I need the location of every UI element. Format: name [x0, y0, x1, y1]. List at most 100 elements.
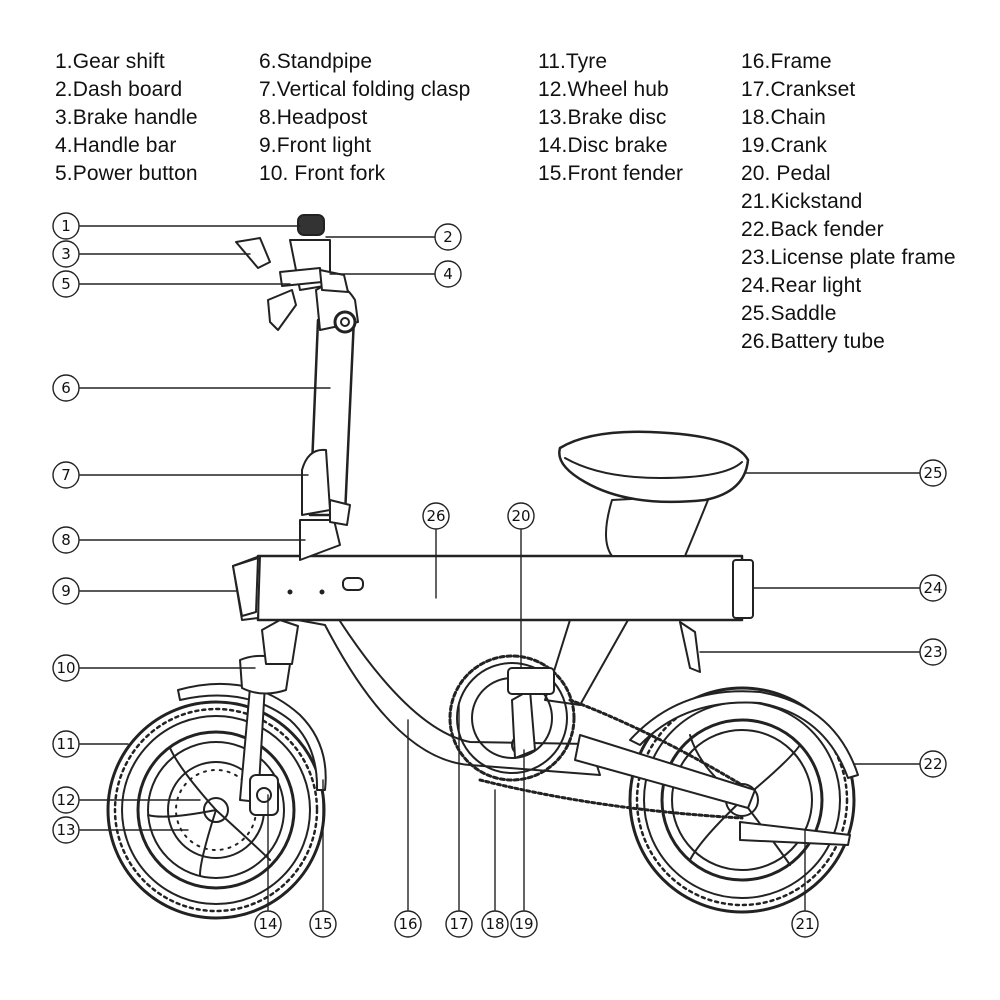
legend-item: 14.Disc brake — [538, 134, 668, 157]
steering-column — [235, 214, 359, 561]
legend-item: 17.Crankset — [741, 78, 856, 101]
rear-wheel — [628, 686, 856, 914]
callout-label: 5 — [61, 275, 71, 293]
callout-label: 12 — [56, 791, 75, 809]
legend-item: 22.Back fender — [741, 218, 884, 241]
legend-item: 26.Battery tube — [741, 330, 885, 353]
callout-21: 21 — [791, 910, 819, 938]
license-plate-frame — [679, 621, 701, 673]
legend-column-1: 1.Gear shift 2.Dash board 3.Brake handle… — [55, 48, 198, 188]
callout-24: 24 — [919, 574, 947, 602]
callout-label: 20 — [511, 507, 530, 525]
front-light — [232, 557, 259, 617]
callout-11: 11 — [52, 730, 80, 758]
callout-label: 18 — [485, 915, 504, 933]
legend-column-2: 6.Standpipe 7.Vertical folding clasp 8.H… — [259, 48, 470, 188]
callout-badges: 1 2 3 4 5 6 7 8 9 10 11 12 13 14 15 16 1… — [52, 212, 947, 938]
callout-1: 1 — [52, 212, 80, 240]
legend-item: 4.Handle bar — [55, 134, 177, 157]
legend-item: 5.Power button — [55, 162, 198, 185]
callout-label: 16 — [398, 915, 417, 933]
callout-19: 19 — [510, 910, 538, 938]
legend-item: 9.Front light — [259, 134, 372, 157]
legend-item: 2.Dash board — [55, 78, 183, 101]
callout-label: 22 — [923, 755, 942, 773]
battery-tube — [232, 554, 744, 622]
callout-label: 3 — [61, 245, 71, 263]
callout-2: 2 — [434, 223, 462, 251]
legend-item: 18.Chain — [741, 106, 826, 129]
front-wheel — [106, 700, 326, 920]
main-frame — [269, 614, 601, 776]
callout-7: 7 — [52, 461, 80, 489]
callout-label: 11 — [56, 735, 75, 753]
legend-item: 19.Crank — [741, 134, 828, 157]
leader-lines — [79, 225, 921, 911]
legend-item: 16.Frame — [741, 50, 832, 73]
callout-9: 9 — [52, 577, 80, 605]
callout-18: 18 — [481, 910, 509, 938]
legend-item: 12.Wheel hub — [538, 78, 669, 101]
callout-label: 15 — [313, 915, 332, 933]
callout-16: 16 — [394, 910, 422, 938]
legend-item: 23.License plate frame — [741, 246, 956, 269]
callout-4: 4 — [434, 260, 462, 288]
callout-5: 5 — [52, 270, 80, 298]
callout-label: 26 — [426, 507, 445, 525]
front-fork — [239, 619, 299, 803]
callout-label: 17 — [449, 915, 468, 933]
callout-22: 22 — [919, 750, 947, 778]
legend-item: 8.Headpost — [259, 106, 368, 129]
callout-23: 23 — [919, 638, 947, 666]
callout-12: 12 — [52, 786, 80, 814]
callout-label: 6 — [61, 379, 71, 397]
callout-14: 14 — [254, 910, 282, 938]
callout-20: 20 — [507, 502, 535, 530]
callout-26: 26 — [422, 502, 450, 530]
legend-item: 1.Gear shift — [55, 50, 165, 73]
callout-label: 9 — [61, 582, 71, 600]
callout-label: 4 — [443, 265, 453, 283]
callout-label: 8 — [61, 531, 71, 549]
callout-label: 23 — [923, 643, 942, 661]
callout-label: 10 — [56, 659, 75, 677]
legend-item: 10. Front fork — [259, 162, 386, 185]
callout-label: 2 — [443, 228, 453, 246]
legend-item: 11.Tyre — [538, 50, 608, 73]
callout-8: 8 — [52, 526, 80, 554]
legend-column-3: 11.Tyre 12.Wheel hub 13.Brake disc 14.Di… — [538, 48, 683, 188]
callout-label: 7 — [61, 466, 71, 484]
callout-label: 1 — [61, 217, 71, 235]
legend-item: 3.Brake handle — [55, 106, 198, 129]
legend-item: 13.Brake disc — [538, 106, 667, 129]
legend-item: 6.Standpipe — [259, 50, 373, 73]
callout-13: 13 — [52, 816, 80, 844]
callout-label: 25 — [923, 464, 942, 482]
callout-25: 25 — [919, 459, 947, 487]
legend-item: 25.Saddle — [741, 302, 837, 325]
legend-item: 24.Rear light — [741, 274, 862, 297]
saddle-assembly — [558, 430, 750, 557]
front-disc-brake — [249, 774, 279, 816]
rear-stay — [544, 619, 629, 706]
crank — [511, 689, 536, 759]
callout-3: 3 — [52, 240, 80, 268]
callout-label: 13 — [56, 821, 75, 839]
callout-15: 15 — [309, 910, 337, 938]
callout-label: 14 — [258, 915, 277, 933]
rear-light — [732, 559, 754, 619]
chain-stay — [574, 734, 756, 809]
legend-item: 20. Pedal — [741, 162, 831, 185]
legend-item: 15.Front fender — [538, 162, 684, 185]
callout-label: 21 — [795, 915, 814, 933]
kickstand — [739, 821, 851, 846]
rear-fender — [629, 690, 859, 779]
chain — [478, 778, 744, 820]
legend-item: 7.Vertical folding clasp — [259, 78, 471, 101]
callout-6: 6 — [52, 374, 80, 402]
callout-label: 24 — [923, 579, 942, 597]
pedal — [507, 667, 555, 695]
legend-item: 21.Kickstand — [741, 190, 863, 213]
callout-10: 10 — [52, 654, 80, 682]
